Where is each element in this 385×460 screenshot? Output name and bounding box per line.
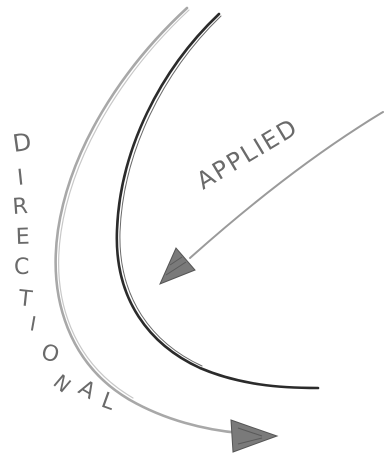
directional-curve — [56, 8, 240, 433]
directional-letter: I — [16, 165, 25, 191]
directional-letter: D — [11, 128, 33, 158]
directional-letter: E — [15, 225, 30, 250]
directional-label: D I R E C T I O N A L — [11, 128, 119, 416]
directional-letter: T — [16, 286, 34, 312]
directional-letter: L — [98, 388, 119, 416]
directional-arrowhead — [231, 420, 277, 452]
directional-letter: N — [49, 369, 76, 397]
directional-letter: A — [74, 376, 100, 405]
directional-letter: C — [14, 255, 29, 280]
applied-label: APPLIED — [192, 113, 304, 195]
directional-letter: R — [12, 194, 29, 220]
directional-letter: O — [38, 340, 62, 369]
inner-dark-curve — [117, 14, 318, 388]
directional-letter: I — [28, 311, 38, 336]
applied-arrowhead — [160, 248, 195, 284]
directional-curve-shadow — [59, 10, 189, 398]
